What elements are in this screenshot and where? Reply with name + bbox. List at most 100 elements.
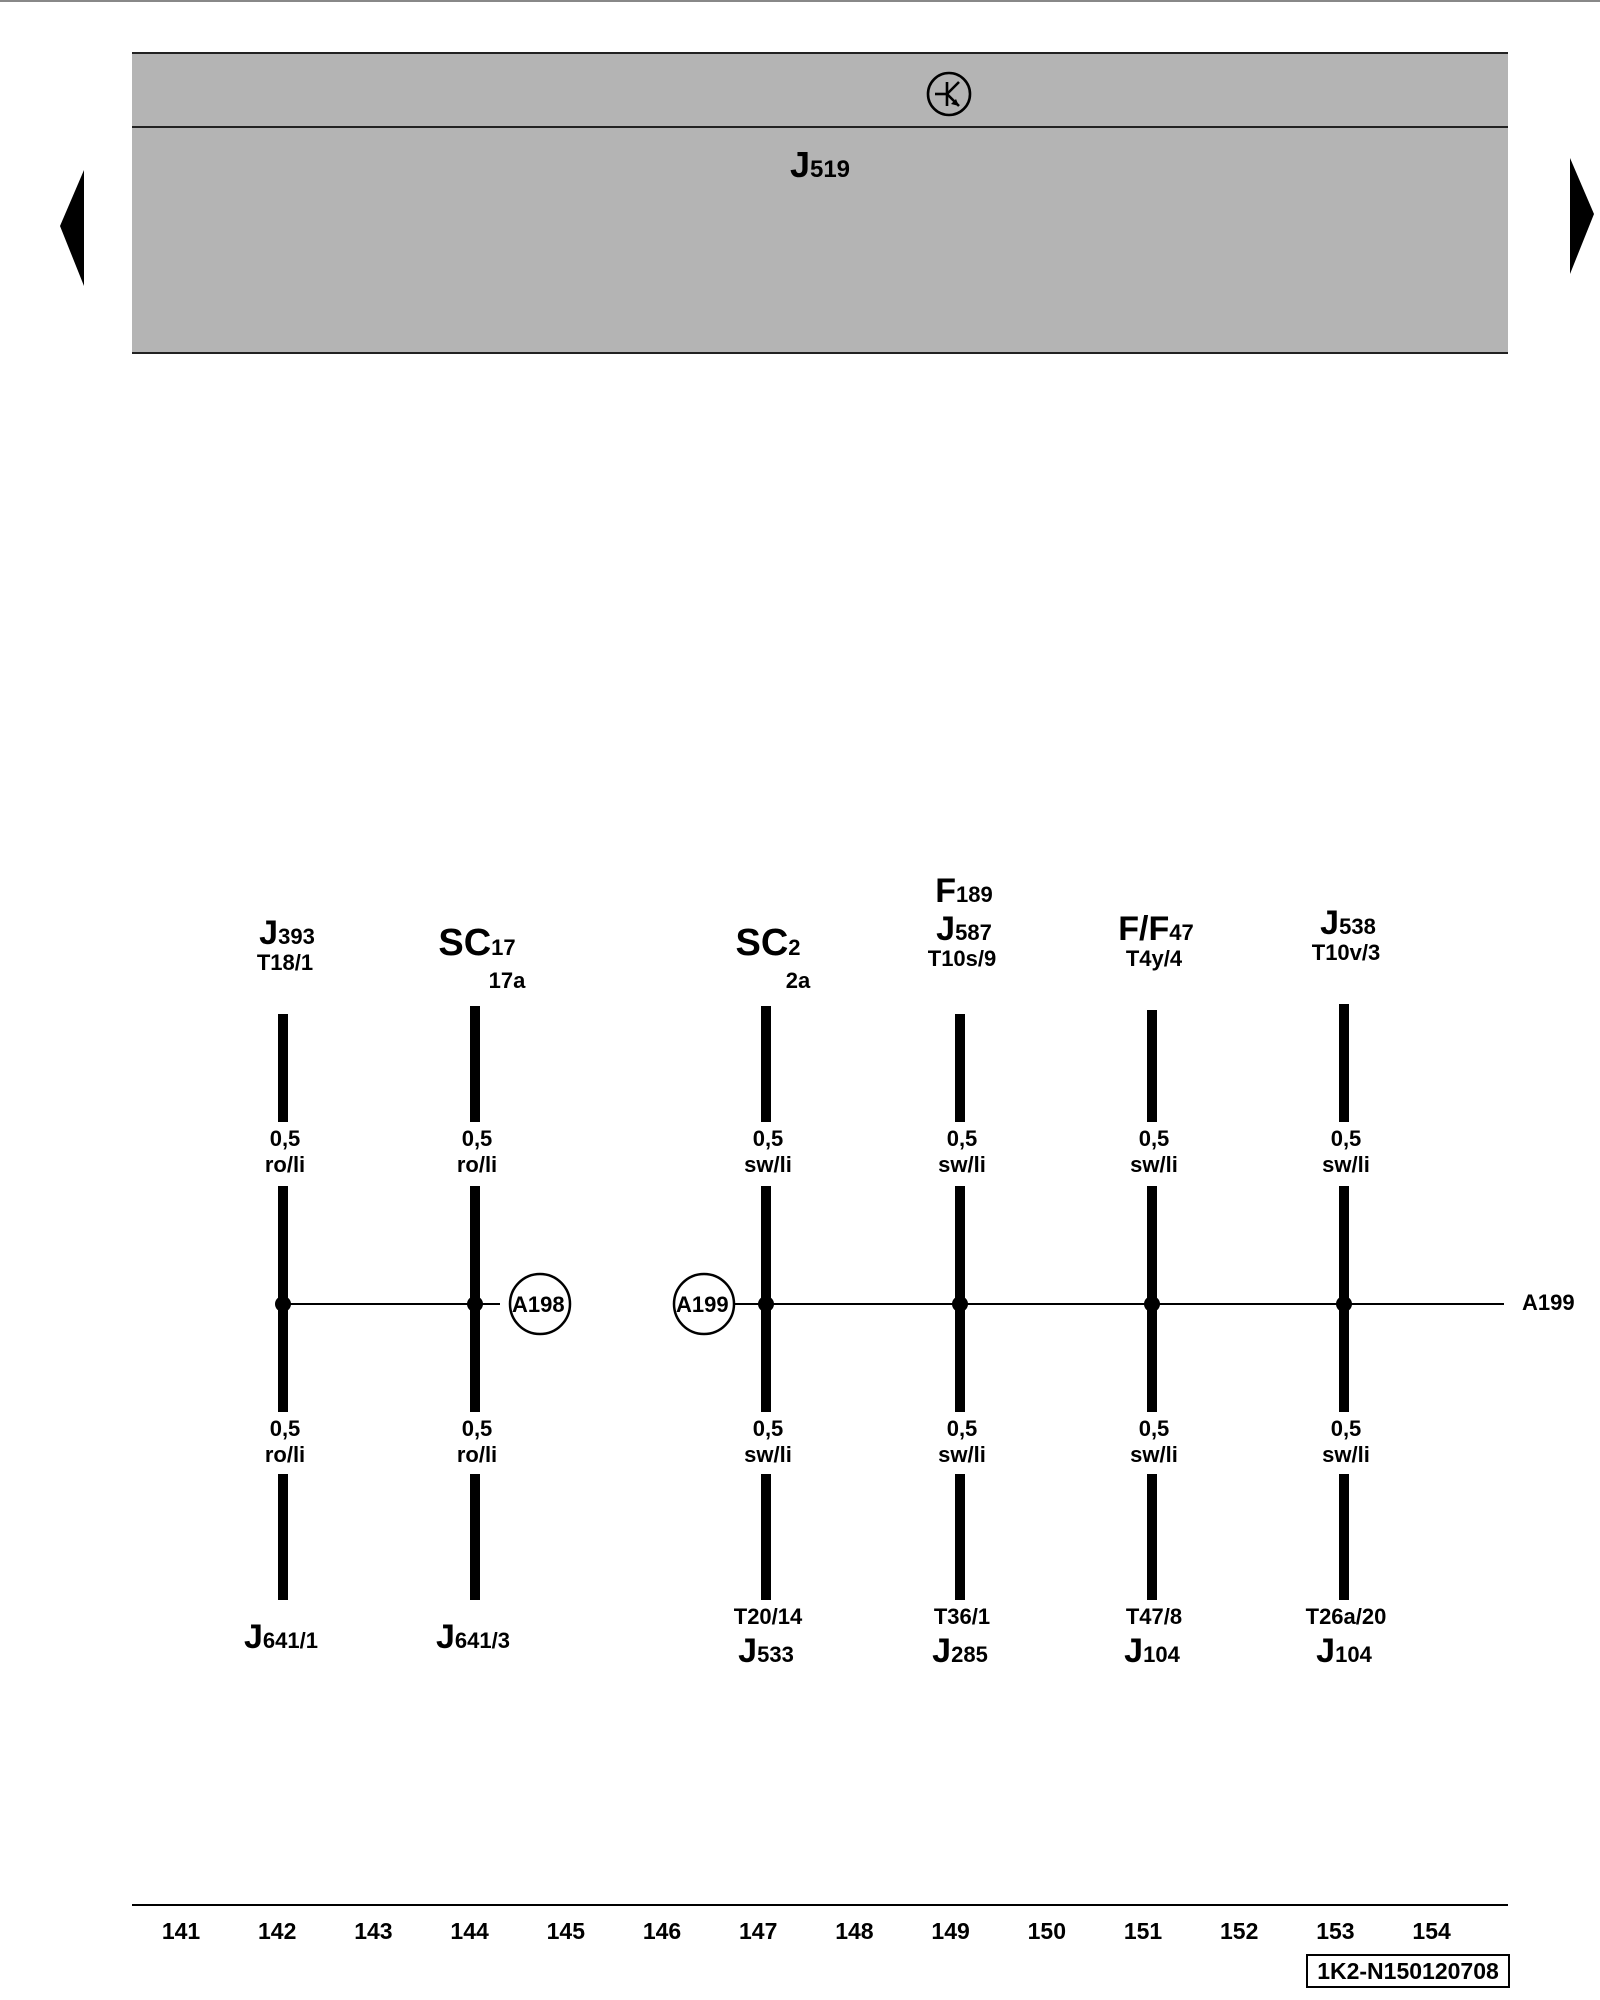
header-component-number: 519 — [809, 156, 851, 183]
column-number: 153 — [1316, 1918, 1355, 1944]
wire-5-bottom-pin-text: T47/8 — [1125, 1604, 1183, 1629]
wire-1-bottom-sub: 641/1 — [262, 1628, 318, 1653]
wire-3-upper-spec-size: 0,5 — [752, 1126, 784, 1151]
wire-3-lower-spec-size: 0,5 — [752, 1416, 784, 1441]
wire-6-top-pin: T10v/3 — [1312, 942, 1381, 964]
wire-3-bottom-pin-text: T20/14 — [733, 1604, 803, 1629]
wire-6-lower-spec-size: 0,5 — [1330, 1416, 1362, 1441]
column-number: 149 — [931, 1918, 970, 1944]
wire-6-bottom-main: J — [1316, 1632, 1336, 1670]
wire-1-top-sub: 393 — [278, 924, 315, 949]
wire-2-top-pin-text: 17a — [488, 968, 526, 993]
bus-end-label: A199 — [1522, 1290, 1575, 1315]
wire-4-bottom-pin-text: T36/1 — [933, 1604, 991, 1629]
wire-5-top-main: F/F — [1118, 910, 1170, 948]
header-divider — [132, 126, 1508, 128]
wire-4-top-main: J — [936, 910, 956, 948]
wire-4-upper-spec-size: 0,5 — [946, 1126, 978, 1151]
wire-4-bottom-sub: 285 — [951, 1642, 988, 1667]
wire-4-bottom-component: J285 — [932, 1634, 988, 1668]
column-number: 141 — [161, 1918, 201, 1944]
wire-2-upper-spec-color: ro/li — [456, 1152, 498, 1177]
wire-5-top-sub: 47 — [1169, 920, 1194, 945]
wire-4-top-component: J587 — [936, 912, 992, 946]
wire-5-top-component: F/F47 — [1118, 912, 1193, 946]
wire-5-bottom-pin: T47/8 — [1126, 1606, 1182, 1628]
wire-1-lower-spec-size: 0,5 — [269, 1416, 301, 1441]
top-border — [0, 0, 1600, 2]
header-component-label: J519 — [132, 144, 1508, 186]
wire-3-junction-dot — [758, 1296, 774, 1312]
wire-2-upper-spec-size: 0,5 — [461, 1126, 493, 1151]
wire-layer — [275, 1004, 1352, 1600]
header-panel: J519 — [132, 52, 1508, 354]
wire-3-bottom-main: J — [738, 1632, 758, 1670]
connector-circle-a198 — [508, 1272, 572, 1336]
column-number: 150 — [1027, 1918, 1066, 1944]
wire-2-top-pin: 17a — [489, 970, 526, 992]
column-number: 143 — [354, 1918, 393, 1944]
wire-4-bottom-pin: T36/1 — [934, 1606, 990, 1628]
wire-5-lower-spec-color: sw/li — [1130, 1442, 1178, 1467]
column-number: 142 — [258, 1918, 297, 1944]
wire-2-junction-dot — [467, 1296, 483, 1312]
wire-4-junction-dot — [952, 1296, 968, 1312]
wire-6-top-main: J — [1320, 904, 1340, 942]
wire-6-bottom-sub: 104 — [1335, 1642, 1372, 1667]
wire-6-junction-dot — [1336, 1296, 1352, 1312]
wire-1-top-pin: T18/1 — [257, 952, 313, 974]
transistor-symbol-icon — [926, 71, 972, 117]
wire-5-junction-dot — [1144, 1296, 1160, 1312]
wire-4-top-sub: 587 — [955, 920, 992, 945]
wire-4-top-pin-text: T10s/9 — [927, 946, 997, 971]
wire-2-bottom-sub: 641/3 — [454, 1628, 510, 1653]
column-number: 147 — [739, 1918, 778, 1944]
wire-3-lower-spec-color: sw/li — [744, 1442, 792, 1467]
wire-1-upper-spec-size: 0,5 — [269, 1126, 301, 1151]
bottom-rule — [132, 1904, 1508, 1906]
wire-1-top-pin-text: T18/1 — [256, 950, 314, 975]
wire-5-upper-spec-size: 0,5 — [1138, 1126, 1170, 1151]
column-number: 154 — [1412, 1918, 1451, 1944]
connector-label-a198: A198 — [512, 1292, 565, 1317]
connector-circle-a199 — [672, 1272, 736, 1336]
wire-1-lower-spec-color: ro/li — [264, 1442, 306, 1467]
triangle-right-icon[interactable] — [1566, 158, 1598, 274]
wire-6-bottom-component: J104 — [1316, 1634, 1372, 1668]
wire-6-top-component: J538 — [1320, 906, 1376, 940]
wire-3-top-sub: 2 — [788, 935, 801, 960]
header-component-letter: J — [789, 144, 810, 185]
wire-4-top-extra: F189 — [935, 874, 993, 908]
wire-3-top-pin-text: 2a — [785, 968, 811, 993]
wire-4-lower-spec-color: sw/li — [938, 1442, 986, 1467]
column-number: 145 — [546, 1918, 585, 1944]
wire-3-top-main: SC — [735, 922, 789, 964]
wire-6-lower-spec-color: sw/li — [1322, 1442, 1370, 1467]
triangle-left-icon[interactable] — [56, 170, 88, 286]
column-number: 152 — [1220, 1918, 1259, 1944]
wire-3-top-pin: 2a — [786, 970, 810, 992]
wire-2-top-component: SC17 — [438, 924, 515, 962]
wire-3-bottom-sub: 533 — [757, 1642, 794, 1667]
column-number: 144 — [450, 1918, 489, 1944]
wire-4-top-extra-main: F — [935, 872, 957, 910]
wire-6-upper-spec-color: sw/li — [1322, 1152, 1370, 1177]
connector-label-a199: A199 — [676, 1292, 729, 1317]
wire-3-top-component: SC2 — [735, 924, 800, 962]
wire-2-bottom-component: J641/3 — [436, 1620, 510, 1654]
wire-1-upper-spec-color: ro/li — [264, 1152, 306, 1177]
wire-2-bottom-main: J — [436, 1618, 455, 1656]
column-number: 146 — [642, 1918, 682, 1944]
wire-5-lower-spec-size: 0,5 — [1138, 1416, 1170, 1441]
